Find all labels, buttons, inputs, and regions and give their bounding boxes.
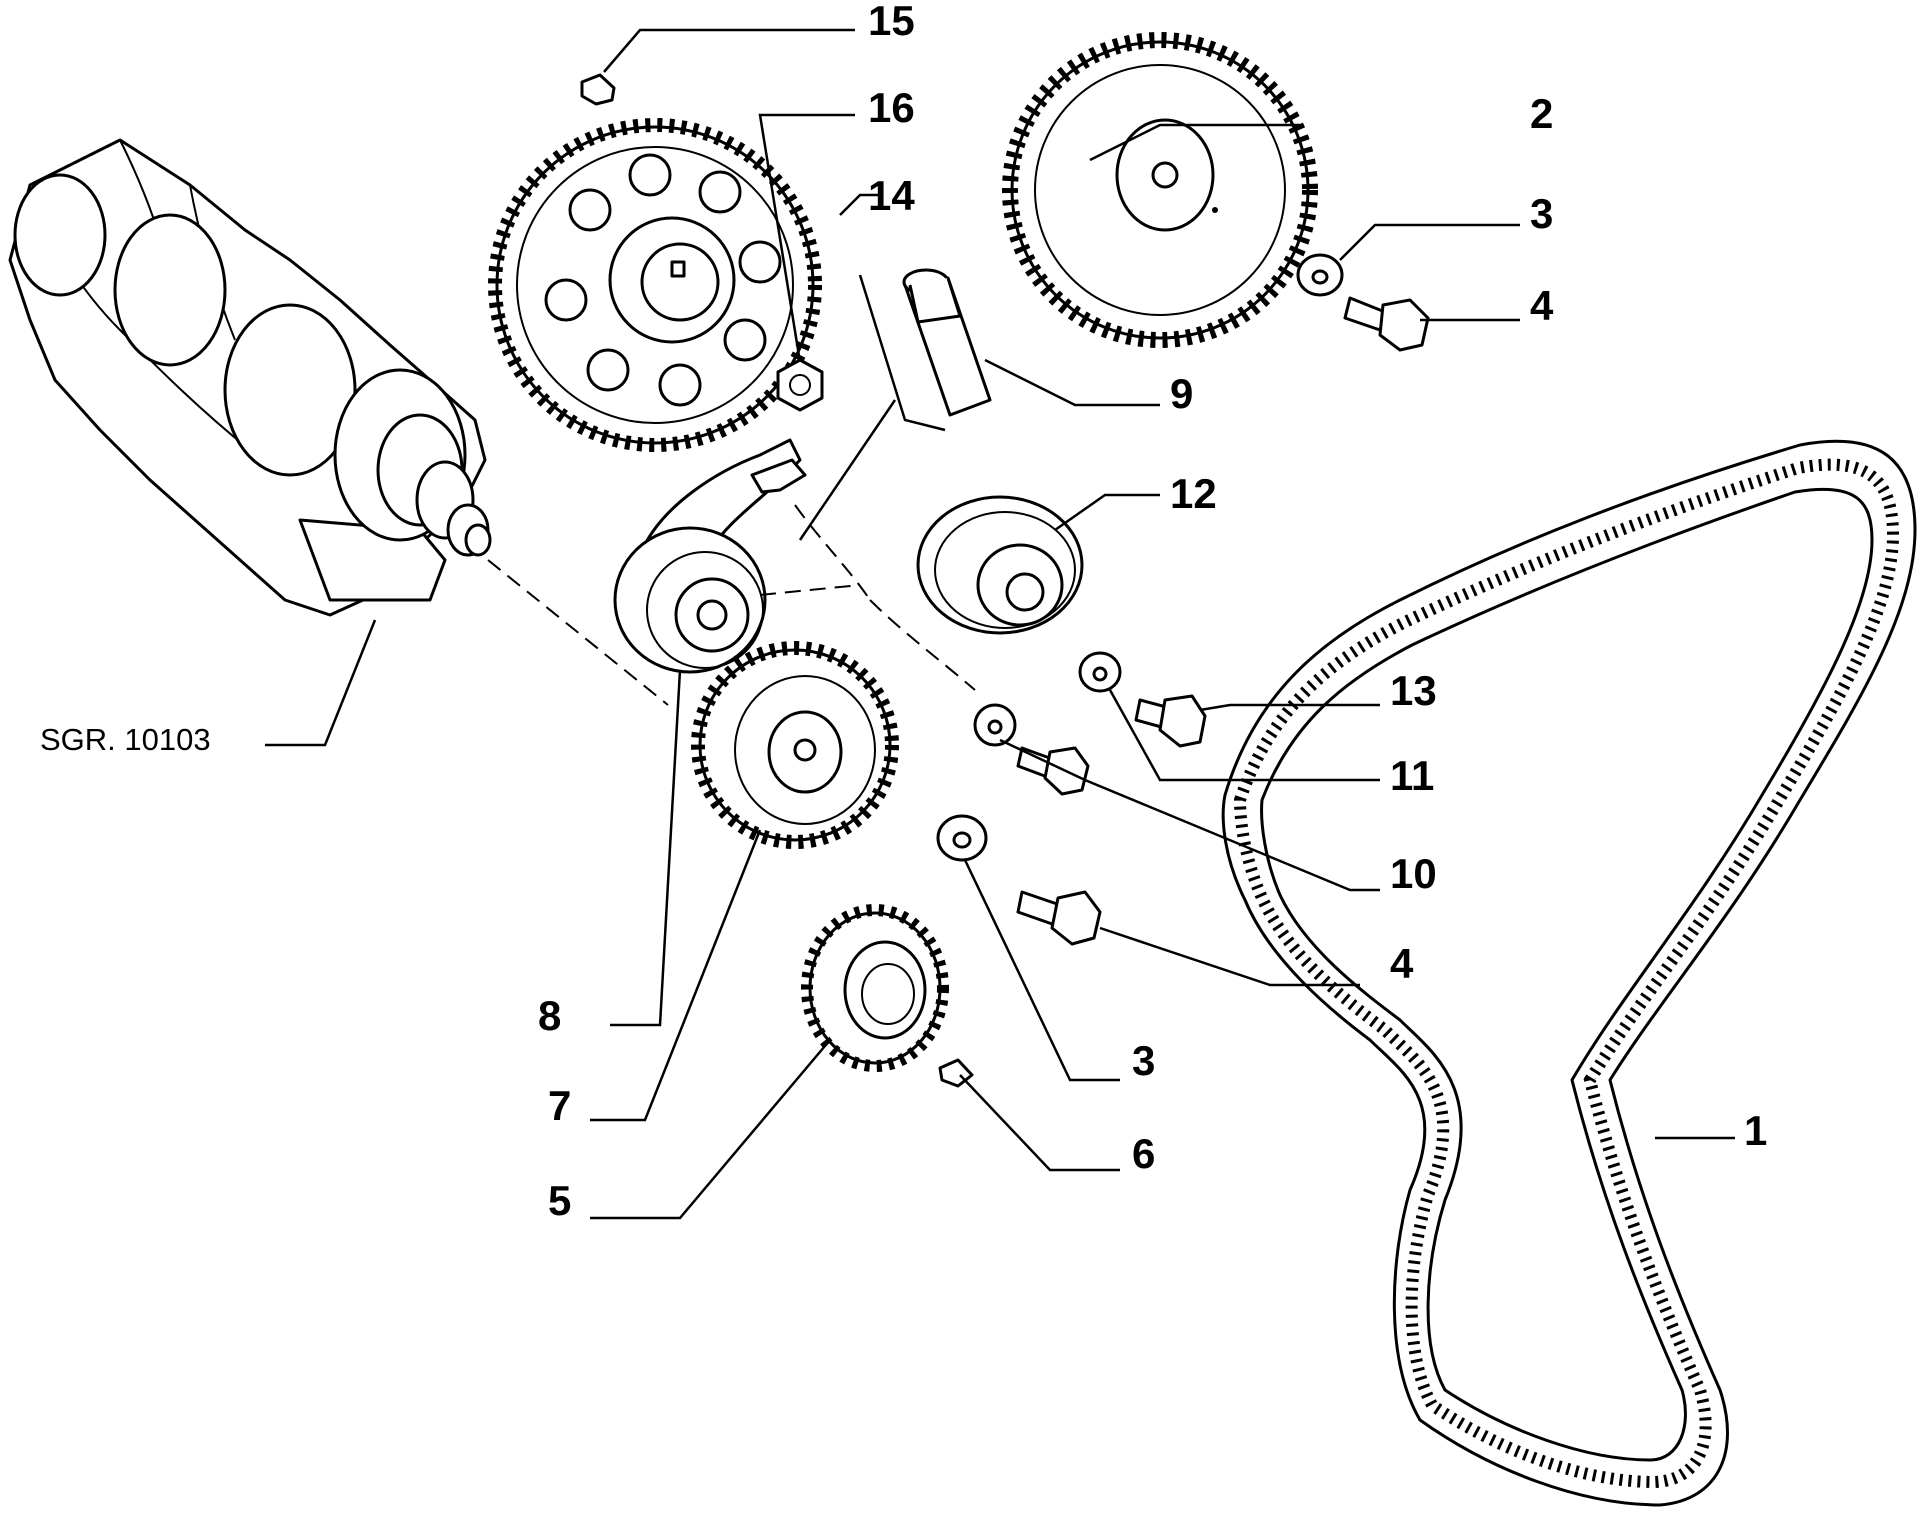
callout-6: 6 bbox=[1132, 1130, 1155, 1177]
callout-1: 1 bbox=[1744, 1107, 1767, 1154]
part-11-washer bbox=[1078, 651, 1122, 693]
callout-10: 10 bbox=[1390, 850, 1437, 897]
part-12-idler-pulley bbox=[916, 495, 1084, 635]
part-4-bolt-lower bbox=[1016, 890, 1102, 946]
callout-4-lower: 4 bbox=[1390, 940, 1414, 987]
engine-outline-lines bbox=[798, 274, 946, 541]
part-15-key bbox=[580, 73, 616, 106]
part-2-camshaft-pulley bbox=[1002, 32, 1318, 348]
callout-13: 13 bbox=[1390, 667, 1437, 714]
part-10-washer bbox=[973, 703, 1017, 747]
callout-3-lower: 3 bbox=[1132, 1037, 1155, 1084]
callout-15: 15 bbox=[868, 0, 915, 44]
part-4-bolt-upper bbox=[1343, 296, 1430, 352]
part-3-washer-lower bbox=[936, 814, 988, 862]
part-1-timing-belt bbox=[1221, 439, 1917, 1507]
callout-9: 9 bbox=[1170, 370, 1193, 417]
callout-11: 11 bbox=[1390, 752, 1434, 799]
callout-8: 8 bbox=[538, 992, 561, 1039]
callout-7: 7 bbox=[548, 1082, 571, 1129]
callout-12: 12 bbox=[1170, 470, 1217, 517]
part-3-washer-upper bbox=[1296, 253, 1344, 297]
part-16-nut bbox=[776, 358, 824, 412]
crankshaft-drawing bbox=[8, 138, 492, 617]
leader-lines bbox=[265, 28, 1735, 1220]
part-9-pin bbox=[902, 268, 992, 417]
callout-2: 2 bbox=[1530, 90, 1553, 137]
callout-14: 14 bbox=[868, 172, 915, 219]
callout-4-upper: 4 bbox=[1530, 282, 1554, 329]
assembly-dashed-lines bbox=[487, 504, 976, 706]
part-7-pulley bbox=[691, 641, 899, 849]
callout-5: 5 bbox=[548, 1177, 571, 1224]
callout-16: 16 bbox=[868, 84, 915, 131]
callout-labels: SGR. 10103 1 2 3 4 9 12 13 11 10 4 3 6 5… bbox=[40, 0, 1767, 1224]
part-5-crankshaft-sprocket bbox=[801, 904, 949, 1072]
part-10-bolt bbox=[1016, 746, 1090, 796]
part-8-tensioner bbox=[613, 438, 807, 674]
drawing-reference-code: SGR. 10103 bbox=[40, 722, 211, 757]
part-14-camshaft-pulley bbox=[488, 118, 822, 452]
part-13-bolt bbox=[1134, 694, 1207, 748]
callout-3-upper: 3 bbox=[1530, 190, 1553, 237]
